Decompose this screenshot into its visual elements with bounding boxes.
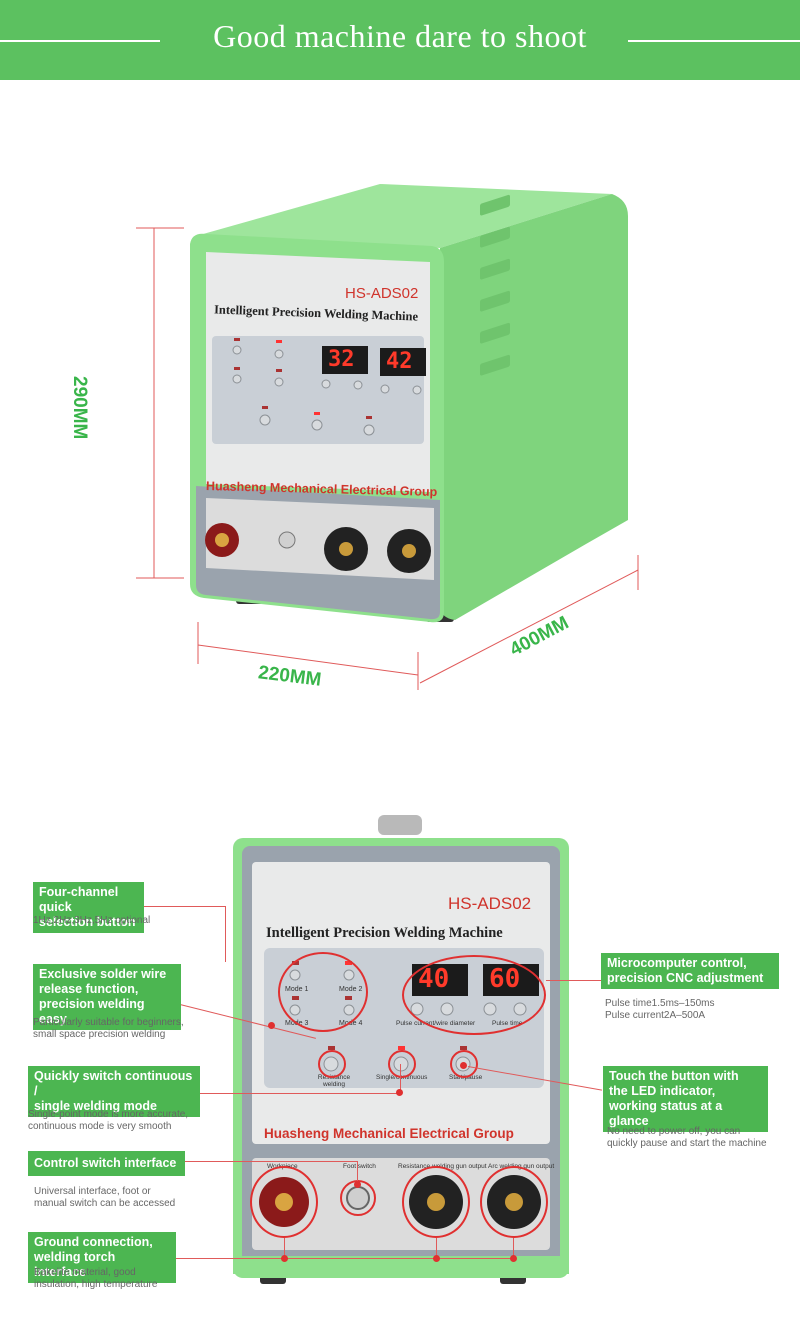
callout-line xyxy=(546,980,602,981)
callout-switch-note: Single-point mode is more accurate, cont… xyxy=(28,1109,189,1132)
workpiece-port-core xyxy=(215,533,229,547)
model-label-2: HS-ADS02 xyxy=(448,894,532,913)
callout-line xyxy=(400,1064,401,1094)
mode-buttons xyxy=(232,345,422,436)
handle-top xyxy=(378,815,422,835)
ports-panel-2 xyxy=(252,1158,550,1250)
callout-line xyxy=(176,1258,513,1259)
callout-solder-note: Particularly suitable for beginners, sma… xyxy=(33,1017,184,1040)
callout-line xyxy=(513,1238,514,1258)
callout-micro: Microcomputer control, precision CNC adj… xyxy=(601,953,779,989)
callout-dot xyxy=(354,1181,361,1188)
callout-four-channel-note: 1Hz,2Hz,3Hz,5Hz optional xyxy=(33,915,151,926)
callout-dot xyxy=(268,1022,275,1029)
banner-title: Good machine dare to shoot xyxy=(213,18,587,54)
callout-ground-note: Bakelite material, good insulation, high… xyxy=(34,1267,158,1290)
display-left xyxy=(322,346,368,374)
ports-panel xyxy=(206,498,434,580)
foot-switch-port xyxy=(278,531,296,549)
callout-touch-note: No need to power off, you can quickly pa… xyxy=(607,1126,767,1149)
single-button-highlight xyxy=(388,1050,416,1078)
callout-control-note: Universal interface, foot or manual swit… xyxy=(34,1186,176,1209)
callout-touch: Touch the button with the LED indicator,… xyxy=(603,1066,768,1132)
arc-output-core xyxy=(402,544,416,558)
arc-output-highlight xyxy=(480,1166,548,1238)
depth-dim-line xyxy=(419,569,639,684)
display-right xyxy=(380,348,426,376)
callout-line xyxy=(200,1093,400,1094)
callout-line xyxy=(225,906,226,962)
display-right-value-1: 42 xyxy=(386,349,413,374)
callout-line xyxy=(436,1238,437,1258)
callout-micro-note: Pulse time1.5ms–150ms Pulse current2A–50… xyxy=(605,998,715,1021)
resistance-output-core xyxy=(339,542,353,556)
resistance-output-highlight xyxy=(402,1166,470,1238)
brand-label-2: Huasheng Mechanical Electrical Group xyxy=(264,1126,514,1141)
callout-dot xyxy=(433,1255,440,1262)
callout-line xyxy=(284,1238,285,1258)
callout-solder: Exclusive solder wire release function, … xyxy=(33,964,181,1030)
banner-rule-left xyxy=(0,40,160,42)
display-left-value-1: 32 xyxy=(328,347,355,372)
bottom-bar xyxy=(233,1256,569,1274)
callout-switch: Quickly switch continuous / single weldi… xyxy=(28,1066,200,1117)
mode-leds xyxy=(234,338,372,419)
callout-line xyxy=(357,1161,358,1186)
model-label-1: HS-ADS02 xyxy=(345,285,419,302)
callout-dot xyxy=(281,1255,288,1262)
machine-name-2: Intelligent Precision Welding Machine xyxy=(266,925,503,941)
callout-control: Control switch interface xyxy=(28,1151,185,1176)
title-banner: Good machine dare to shoot xyxy=(0,0,800,80)
mode-buttons-highlight xyxy=(278,952,368,1032)
display-highlight xyxy=(402,955,546,1035)
callout-line xyxy=(143,906,226,907)
banner-rule-right xyxy=(628,40,800,42)
side-vents xyxy=(480,194,510,376)
foot-switch-label: Foot switch xyxy=(343,1163,376,1170)
callout-four-channel: Four-channel quick selection button xyxy=(33,882,144,933)
callout-dot xyxy=(396,1089,403,1096)
width-dim-line xyxy=(197,644,419,676)
start-button-highlight xyxy=(450,1050,478,1078)
workpiece-highlight xyxy=(250,1166,318,1238)
callout-ground: Ground connection, welding torch interfa… xyxy=(28,1232,176,1283)
callout-dot xyxy=(510,1255,517,1262)
callout-dot xyxy=(460,1062,467,1069)
resistance-button-highlight xyxy=(318,1050,346,1078)
callout-line xyxy=(184,1161,358,1162)
